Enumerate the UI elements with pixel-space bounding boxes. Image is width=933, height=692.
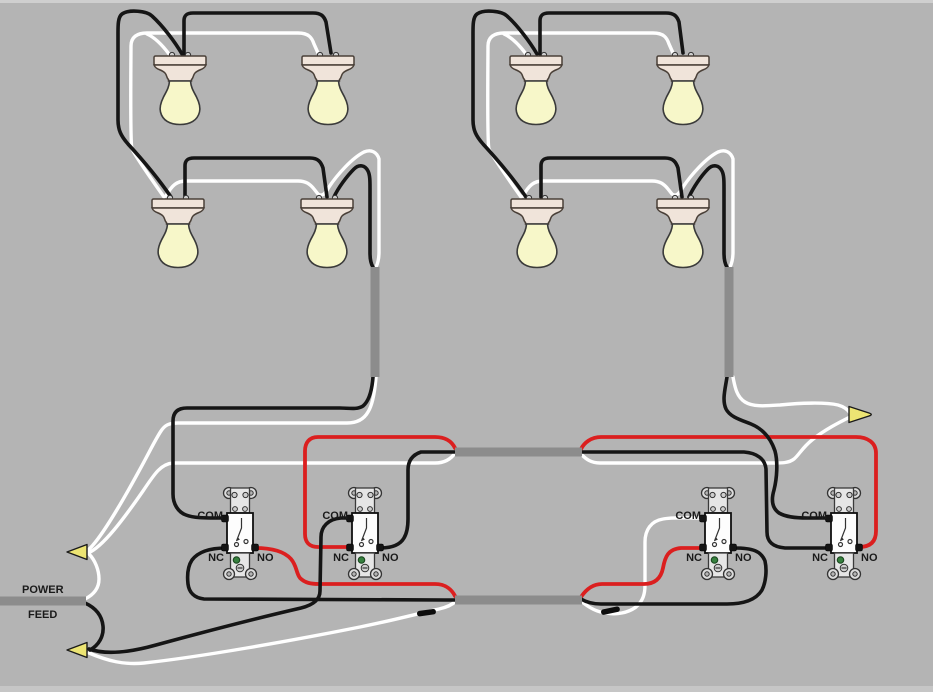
bottom-edge-strip (0, 686, 933, 692)
wire-neutral-row1-left-run (129, 31, 320, 199)
wire-hot-switch2-no-to-topcable (378, 450, 458, 550)
wire-hot-row2-left-jumper (183, 156, 329, 199)
wire-traveler-topcable-to-switch4-no (579, 435, 878, 549)
switch-3 (698, 486, 738, 581)
switch-3-no-label: NO (735, 552, 752, 564)
switch-3-com-label: COM (675, 510, 701, 522)
wire-neutral-topcable-to-connector3 (580, 415, 852, 465)
wire-hot-row1-left-jumper (182, 11, 333, 56)
black-tape-mark-left (416, 608, 436, 617)
switch-1-com-label: COM (197, 510, 223, 522)
wire-traveler-switch2-nc-to-topcable (303, 435, 457, 549)
switch-4 (824, 486, 864, 581)
lamp-8 (656, 194, 710, 269)
wire-connector-2 (66, 641, 88, 659)
switch-1-no-label: NO (257, 552, 274, 564)
wire-connector-1 (66, 543, 88, 561)
wire-hot-right-loop-lamp5-lamp7 (471, 9, 539, 199)
wire-neutral-branch-lamp1 (145, 32, 171, 56)
wire-hot-row2-right-jumper (539, 156, 684, 199)
wire-hot-topcable-to-switch4-nc (579, 450, 830, 550)
lamp-7 (510, 194, 564, 269)
wire-traveler-lowercable-to-switch3-nc (579, 546, 704, 599)
wire-traveler-switch1-no-to-lowercable (253, 546, 457, 598)
wire-hot-rightdrop-to-switch4-com (722, 375, 830, 520)
switch-1 (220, 486, 260, 581)
switch-4-nc-label: NC (812, 552, 828, 564)
lamp-3 (151, 194, 205, 269)
wire-hot-left-loop-lamp1-lamp3 (116, 9, 184, 199)
wire-hot-lowercable-to-switch3-no (579, 546, 768, 606)
wire-connector-3 (848, 405, 872, 424)
lamp-5 (509, 51, 563, 126)
wire-white-tagged-connector2-to-lowercable (87, 599, 458, 666)
wire-neutral-rightdrop-to-connector3 (731, 375, 852, 415)
wire-hot-feed-to-connector2 (83, 601, 105, 652)
wire-hot-lamp8-to-rightdrop (687, 164, 729, 269)
wire-neutral-branch-lamp5 (502, 32, 528, 56)
wire-hot-switch1-nc-to-lowercable (185, 546, 458, 602)
switch-1-nc-label: NC (208, 552, 224, 564)
switch-2-com-label: COM (322, 510, 348, 522)
switch-2-no-label: NO (382, 552, 399, 564)
power-feed-label-line1: POWER (22, 584, 64, 596)
wire-hot-leftdrop-to-switch1-com (171, 375, 375, 520)
switch-2 (345, 486, 385, 581)
switch-4-no-label: NO (861, 552, 878, 564)
wire-neutral-leftdrop-to-connector1 (86, 375, 378, 552)
lamp-1 (153, 51, 207, 126)
power-feed-label-line2: FEED (28, 609, 57, 621)
lamp-6 (656, 51, 710, 126)
wire-hot-lamp4-to-leftdrop (332, 164, 375, 269)
top-edge-strip (0, 0, 933, 3)
wire-hot-row1-right-jumper (538, 11, 685, 56)
wire-neutral-connector1-to-topcable (86, 451, 457, 555)
lamp-4 (300, 194, 354, 269)
wire-hot-connector2-to-switch2-com (87, 516, 352, 654)
switch-4-com-label: COM (801, 510, 827, 522)
wire-neutral-row2-right-to-drop (521, 149, 735, 269)
switch-3-nc-label: NC (686, 552, 702, 564)
switch-2-nc-label: NC (333, 552, 349, 564)
wire-white-tagged-lowercable-to-switch3-com (579, 516, 704, 616)
wire-neutral-row2-left-to-drop (164, 149, 381, 269)
black-tape-mark-right (601, 606, 620, 615)
lamp-2 (301, 51, 355, 126)
wire-neutral-feed (83, 552, 101, 601)
